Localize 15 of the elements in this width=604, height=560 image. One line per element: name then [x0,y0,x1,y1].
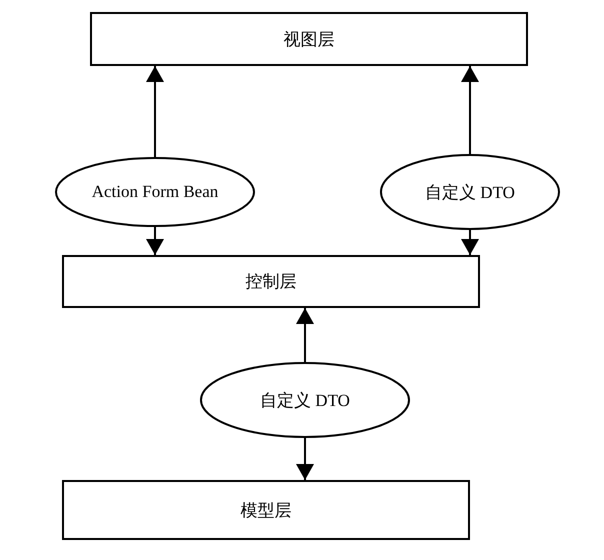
arrow [462,230,478,255]
arrow [147,227,163,255]
layer-box [90,12,528,66]
arrow [147,66,163,157]
layer-label: 视图层 [284,28,334,50]
layer-box [62,255,480,308]
ellipse-label: Action Form Bean [92,182,218,202]
arrow [462,66,478,154]
arrow [297,308,313,362]
arrow [297,438,313,480]
ellipse-label: 自定义 DTO [425,182,515,204]
layer-label: 控制层 [246,271,296,293]
ellipse-label: 自定义 DTO [260,390,350,412]
layer-box [62,480,470,540]
layer-label: 模型层 [240,500,292,522]
